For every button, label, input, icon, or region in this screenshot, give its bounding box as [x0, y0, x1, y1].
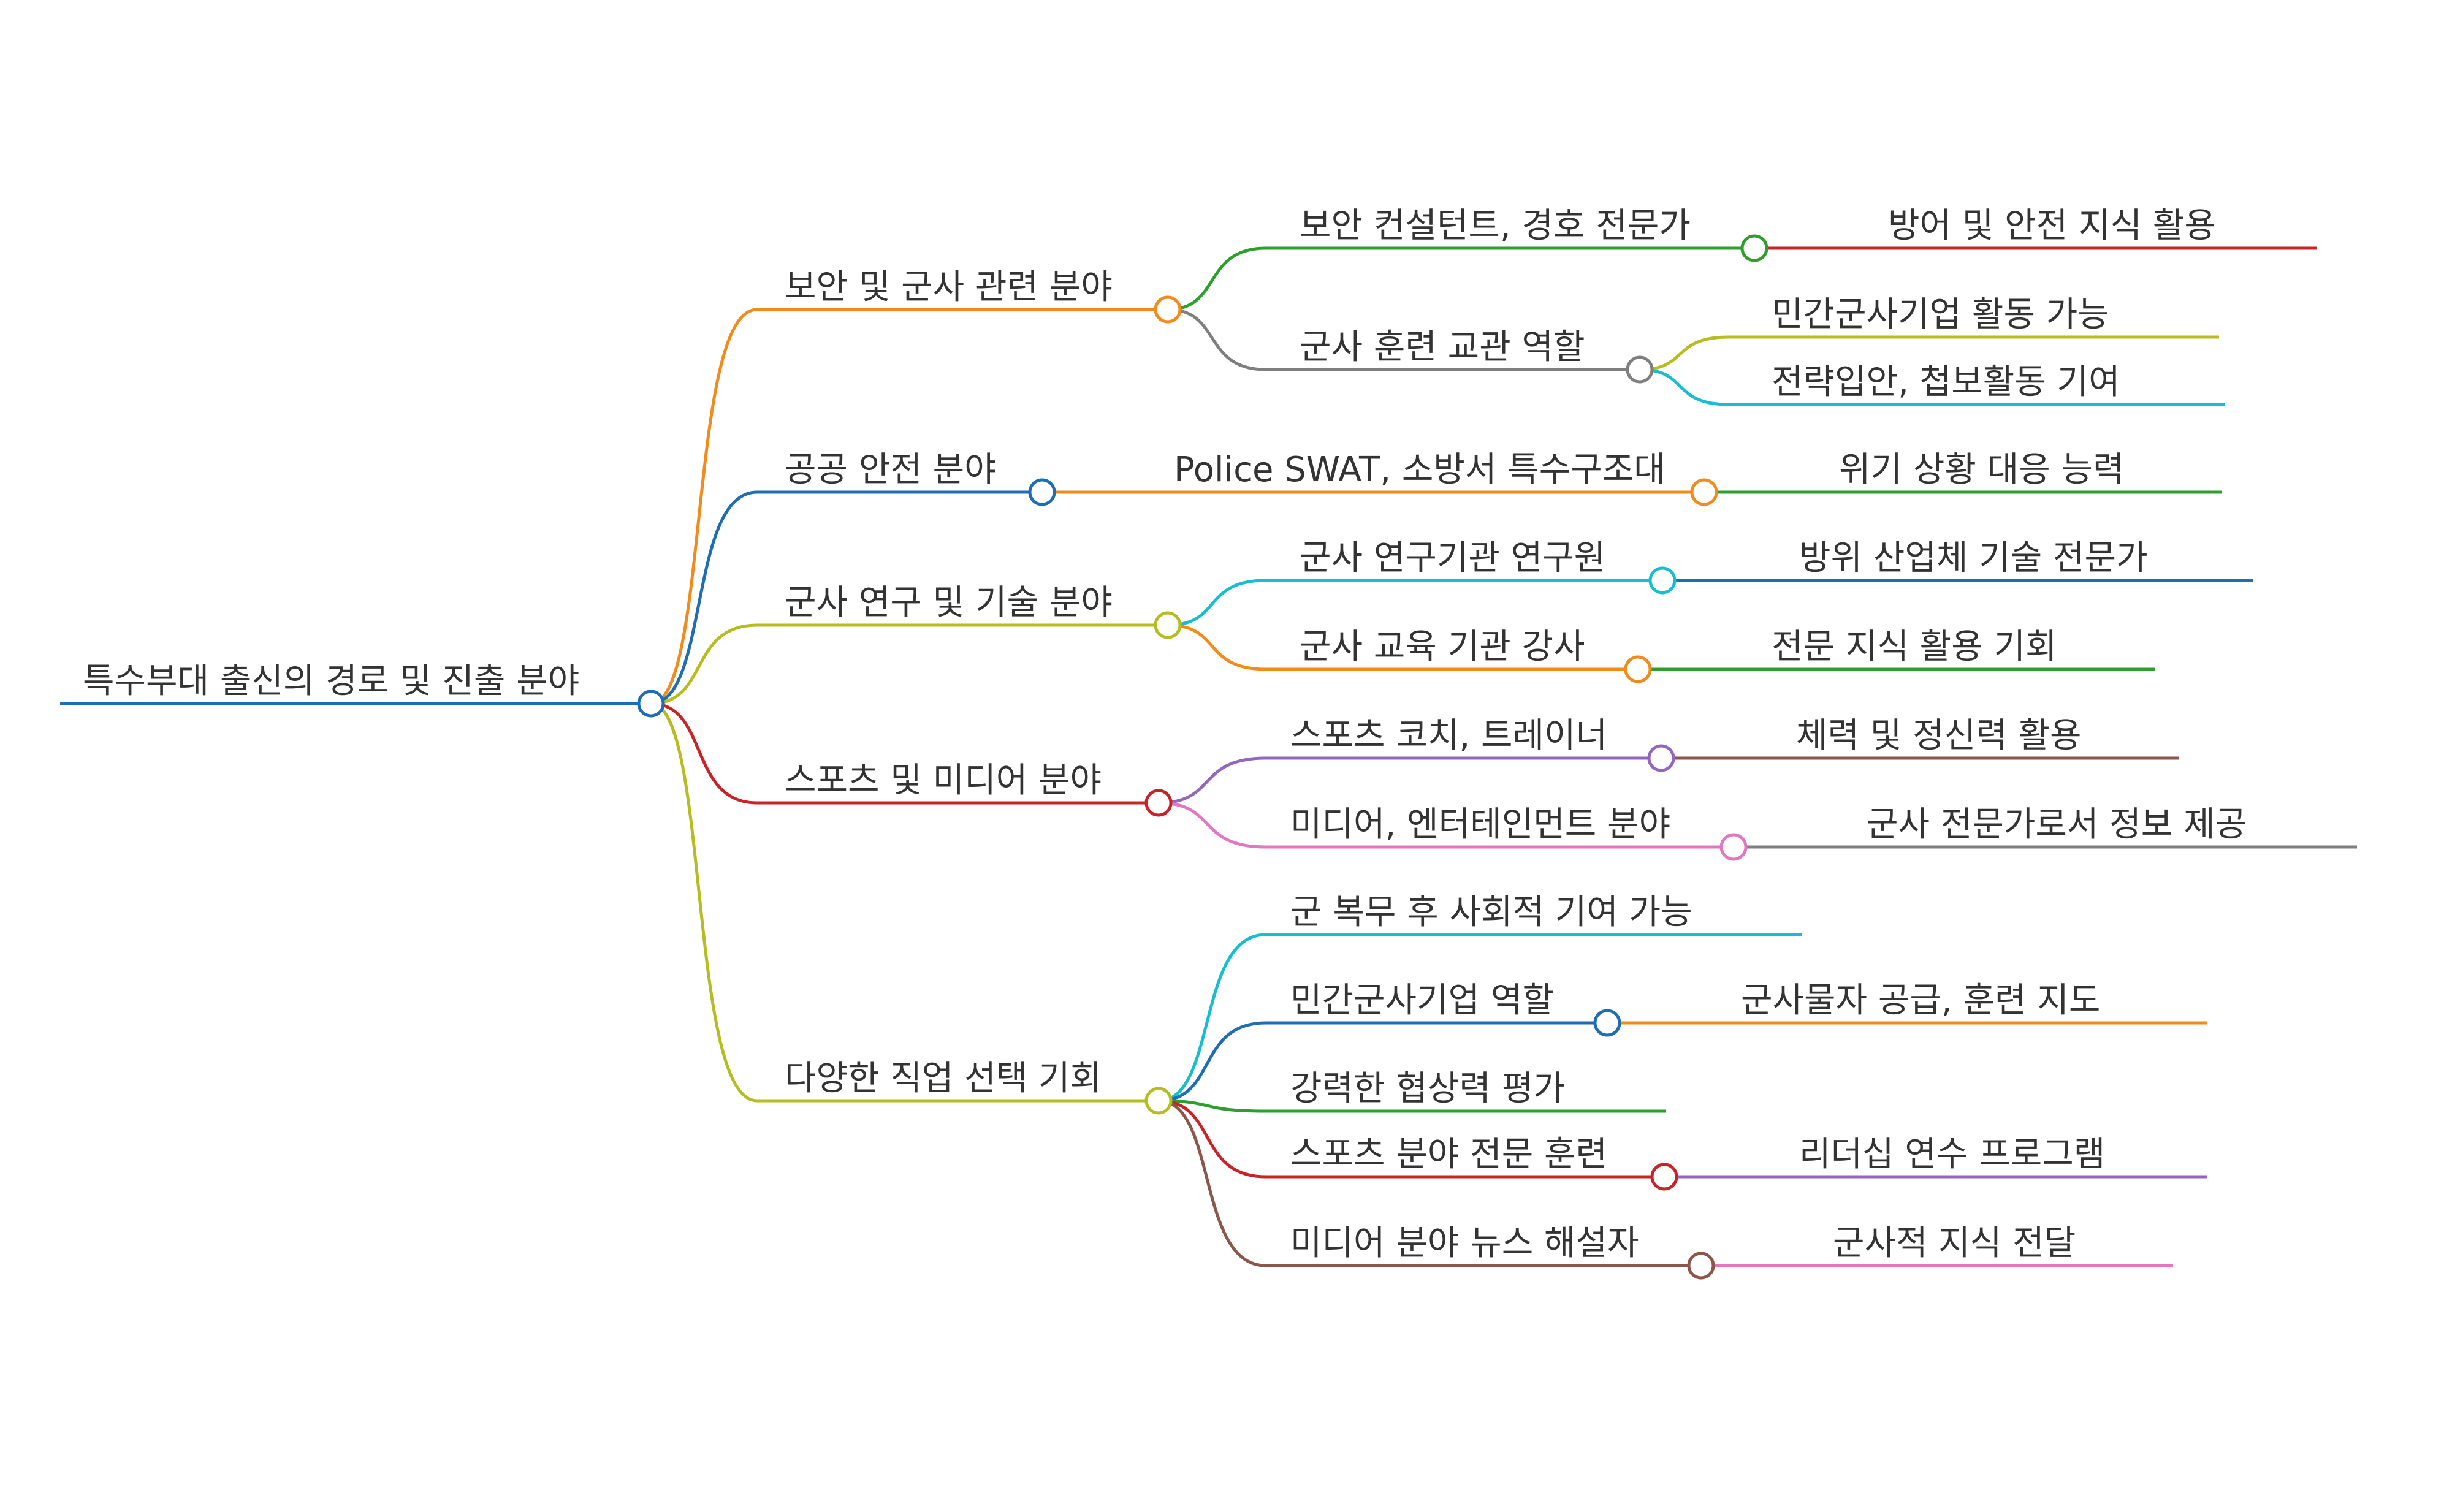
connector-b4a	[1157, 756, 1268, 805]
connector-b3	[649, 623, 759, 705]
connector-b4b	[1157, 801, 1268, 849]
connector-b1	[649, 308, 759, 705]
node-label-b4b1: 군사 전문가로서 정보 제공	[1867, 805, 2247, 845]
collapse-toggle-icon-b4b[interactable]	[1719, 833, 1748, 861]
connector-b5a	[1157, 933, 1268, 1103]
collapse-toggle-icon-b3a[interactable]	[1648, 566, 1677, 595]
node-label-b5b: 민간군사기업 역할	[1290, 981, 1554, 1020]
node-label-b1b1: 민간군사기업 활동 가능	[1772, 295, 2109, 335]
node-label-b5c: 강력한 협상력 평가	[1290, 1069, 1565, 1109]
node-label-b5e: 미디어 분야 뉴스 해설자	[1290, 1223, 1639, 1263]
connector-b1b	[1166, 308, 1268, 371]
node-label-b5b1: 군사물자 공급, 훈련 지도	[1741, 981, 2100, 1020]
connector-b4	[649, 702, 759, 805]
mindmap-toggles	[637, 234, 1768, 1280]
node-label-b3b1: 전문 지식 활용 기회	[1772, 627, 2057, 667]
connector-b3a	[1166, 579, 1268, 627]
collapse-toggle-icon-b4a[interactable]	[1647, 744, 1675, 772]
collapse-toggle-icon-b1[interactable]	[1154, 295, 1182, 324]
mindmap-underlines	[60, 246, 2357, 1267]
node-label-b3b: 군사 교육 기관 강사	[1300, 627, 1585, 667]
node-label-b2: 공공 안전 분야	[785, 450, 996, 490]
connector-b5	[649, 702, 759, 1103]
node-label-b4: 스포츠 및 미디어 분야	[785, 761, 1102, 800]
node-label-b5: 다양한 직업 선택 기회	[785, 1058, 1102, 1098]
connector-b3b	[1166, 623, 1268, 671]
connector-b5d	[1157, 1099, 1268, 1179]
node-label-b2a1: 위기 상황 대응 능력	[1839, 450, 2125, 490]
collapse-toggle-icon-b4[interactable]	[1144, 789, 1173, 817]
node-label-b2a: Police SWAT, 소방서 특수구조대	[1174, 450, 1665, 490]
collapse-toggle-icon-b1a[interactable]	[1740, 234, 1768, 262]
collapse-toggle-icon-b5e[interactable]	[1687, 1252, 1715, 1280]
connector-b1a	[1166, 246, 1268, 311]
mindmap-labels: 특수부대 출신의 경로 및 진출 분야 보안 및 군사 관련 분야 보안 컨설턴트,…	[83, 206, 2247, 1263]
connector-b1b1	[1638, 335, 1730, 371]
node-label-b3a: 군사 연구기관 연구원	[1300, 538, 1605, 578]
node-label-b1a: 보안 컨설턴트, 경호 전문가	[1300, 206, 1691, 246]
node-label-b1: 보안 및 군사 관련 분야	[785, 267, 1113, 307]
connector-b5e	[1157, 1099, 1268, 1267]
node-label-b5a: 군 복무 후 사회적 기여 가능	[1290, 892, 1692, 932]
node-label-b4b: 미디어, 엔터테인먼트 분야	[1290, 805, 1670, 845]
collapse-toggle-icon-b5[interactable]	[1144, 1087, 1173, 1115]
node-label-b3: 군사 연구 및 기술 분야	[785, 583, 1113, 623]
node-label-b4a1: 체력 및 정신력 활용	[1796, 716, 2082, 756]
node-label-b3a1: 방위 산업체 기술 전문가	[1799, 538, 2148, 578]
collapse-toggle-icon-b2a[interactable]	[1690, 478, 1718, 506]
collapse-toggle-icon-b1b[interactable]	[1626, 355, 1654, 384]
collapse-toggle-icon-b5b[interactable]	[1593, 1009, 1621, 1037]
node-label-b1b2: 전략입안, 첩보활동 기여	[1772, 362, 2120, 402]
collapse-toggle-icon-b3[interactable]	[1154, 611, 1182, 639]
node-label-b5d: 스포츠 분야 전문 훈련	[1290, 1134, 1607, 1174]
node-label-b4a: 스포츠 코치, 트레이너	[1290, 716, 1607, 756]
node-label-b5e1: 군사적 지식 전달	[1833, 1223, 2076, 1263]
node-label-b1a1: 방어 및 안전 지식 활용	[1888, 206, 2216, 246]
root-toggle-icon[interactable]	[637, 690, 665, 718]
node-label-b5d1: 리더십 연수 프로그램	[1799, 1134, 2105, 1174]
connector-b2	[649, 490, 759, 705]
connector-b5c	[1157, 1099, 1268, 1113]
connector-b5b	[1157, 1021, 1268, 1103]
root-node-label: 특수부대 출신의 경로 및 진출 분야	[83, 661, 579, 701]
collapse-toggle-icon-b5d[interactable]	[1650, 1163, 1678, 1191]
connector-b1b2	[1638, 368, 1730, 406]
collapse-toggle-icon-b3b[interactable]	[1624, 655, 1652, 683]
collapse-toggle-icon-b2[interactable]	[1028, 478, 1056, 506]
node-label-b1b: 군사 훈련 교관 역할	[1300, 327, 1585, 367]
